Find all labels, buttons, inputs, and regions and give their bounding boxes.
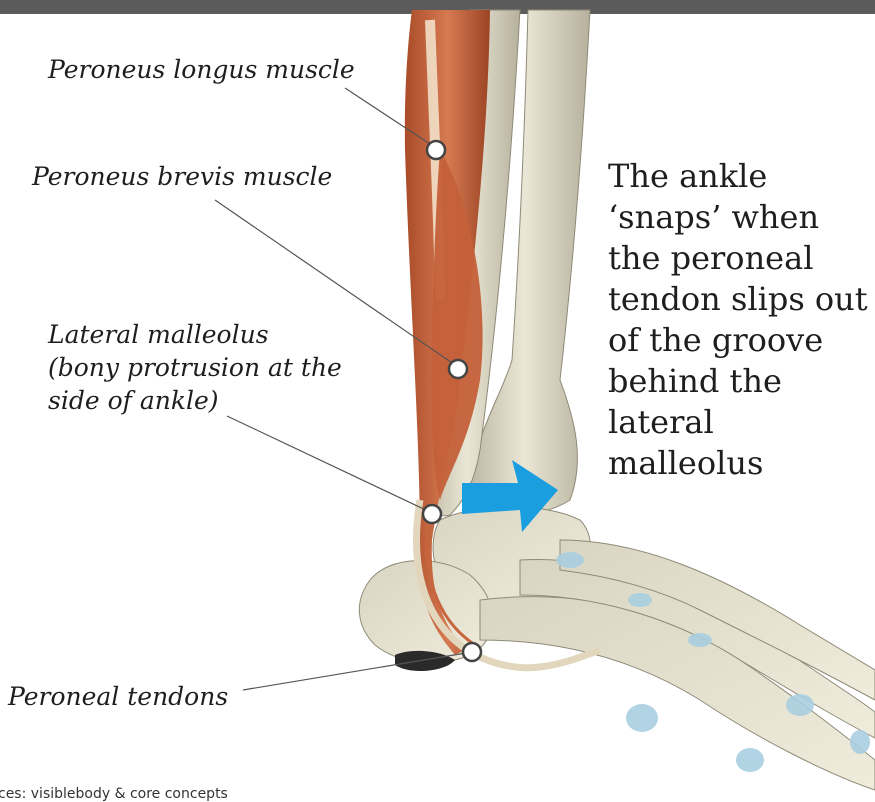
label-lateral-malleolus: Lateral malleolus (bony protrusion at th… — [48, 318, 342, 417]
marker-tendons — [463, 643, 481, 661]
label-peroneus-longus: Peroneus longus muscle — [48, 53, 355, 86]
label-peroneus-brevis: Peroneus brevis muscle — [32, 160, 332, 193]
explanation-text: The ankle ‘snaps’ when the peroneal tend… — [608, 156, 870, 484]
label-lateral-malleolus-line1: Lateral malleolus — [48, 318, 342, 351]
marker-brevis — [449, 360, 467, 378]
label-peroneal-tendons: Peroneal tendons — [8, 680, 228, 713]
label-lateral-malleolus-line3: side of ankle) — [48, 384, 342, 417]
marker-malleolus — [423, 505, 441, 523]
label-lateral-malleolus-line2: (bony protrusion at the — [48, 351, 342, 384]
marker-longus — [427, 141, 445, 159]
